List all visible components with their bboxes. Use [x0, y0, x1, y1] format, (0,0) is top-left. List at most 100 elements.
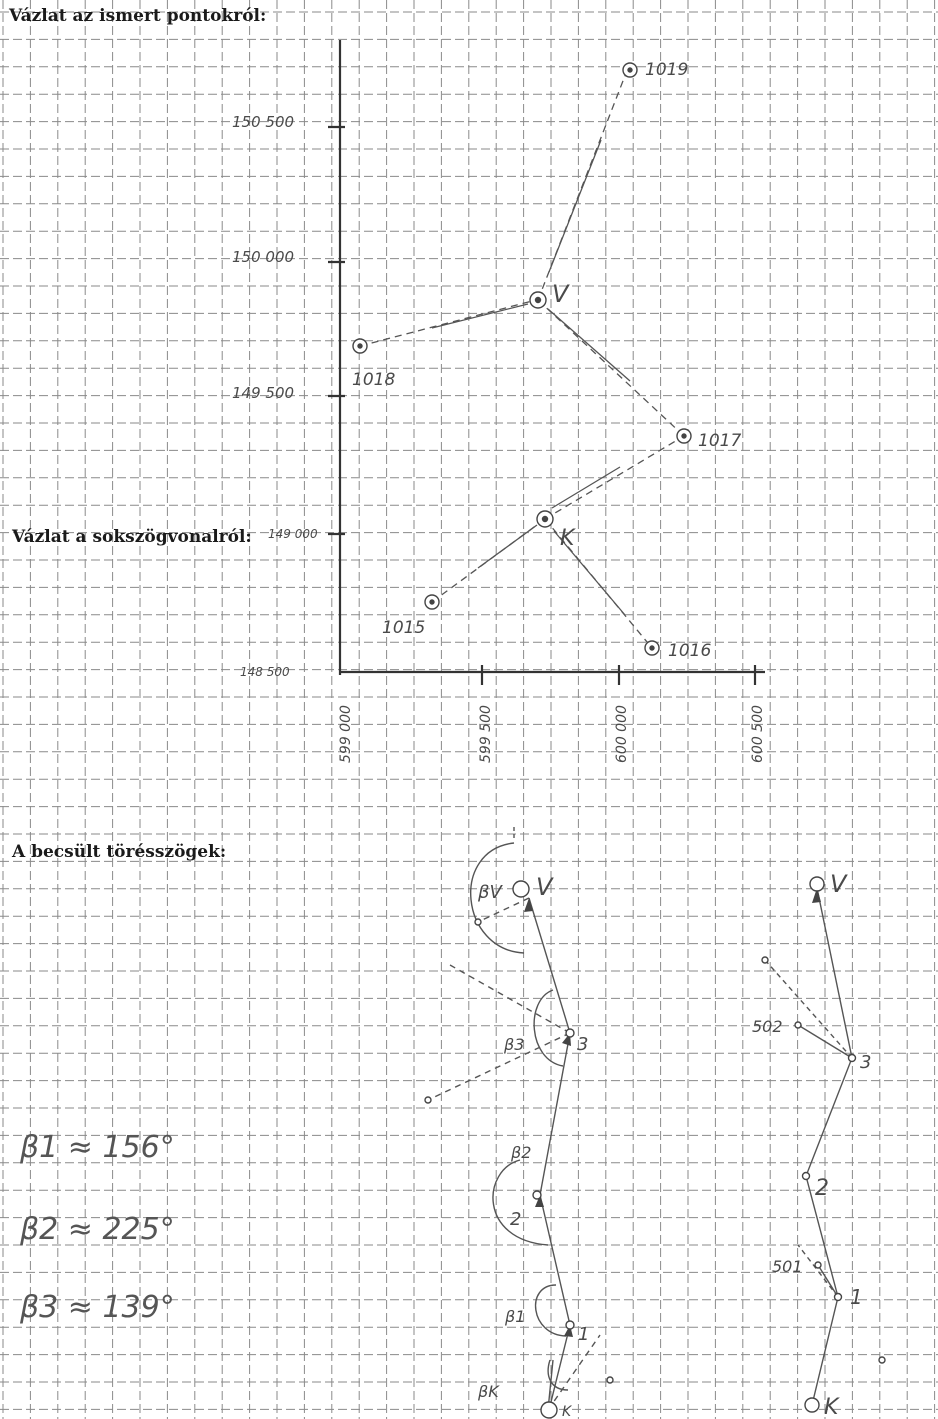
point-1017-label: 1017 [698, 431, 741, 451]
point-1017-marker-dot [681, 433, 687, 439]
point-1019-marker-dot [627, 67, 633, 73]
point-1016-marker-dot [649, 645, 655, 651]
y-tick-label: 149 500 [232, 384, 294, 402]
traverse-point-2 [532, 1190, 542, 1200]
arrow-head [524, 898, 533, 912]
side-label-501: 501 [772, 1257, 803, 1276]
side-label-K: K [824, 1395, 840, 1419]
angle-arc-b1 [534, 1284, 567, 1337]
side-point-K [804, 1397, 820, 1413]
direction-line [551, 466, 621, 509]
direction-line [544, 435, 685, 520]
x-tick-label: 599 500 [478, 705, 494, 763]
x-tick-label: 600 000 [614, 705, 630, 763]
angle-label-b2: β2 [510, 1143, 531, 1162]
point-K-label: K [560, 526, 576, 551]
direction-line [359, 299, 537, 347]
angle-label-b1: β1 [504, 1307, 525, 1326]
orientation-dashed [449, 964, 571, 1034]
traverse-point-K [540, 1401, 558, 1419]
heading-angles: A becsült törésszögek: [12, 842, 227, 862]
x-tick-label: 600 500 [750, 705, 766, 763]
y-tick-label: 149 000 [268, 527, 318, 541]
y-tick-label: 148 500 [240, 665, 290, 679]
orientation-dashed [427, 1032, 571, 1101]
side-point-1 [833, 1292, 843, 1302]
side-connector [797, 1024, 853, 1059]
traverse-sketch: βV V β3 3 β2 2 β1 1 βK K [424, 827, 614, 1419]
direction-line [548, 139, 602, 273]
side-point-501 [814, 1261, 822, 1269]
side-label-V: V [830, 870, 848, 898]
point-1018-marker-dot [357, 343, 363, 349]
angle-label-bV: βV [477, 882, 503, 903]
point-1019-label: 1019 [645, 60, 688, 80]
heading-traverse: Vázlat a sokszögvonalról: [12, 527, 252, 547]
point-V-marker-dot [534, 296, 542, 304]
known-points-lines [359, 67, 685, 649]
traverse-label-K: K [562, 1404, 573, 1419]
auxiliary-point [424, 1096, 432, 1104]
traverse-label-V: V [536, 873, 554, 901]
angle-symbol: β1 [20, 1130, 59, 1165]
arrow-head [812, 888, 821, 903]
auxiliary-point [474, 918, 482, 926]
angle-symbol: β2 [20, 1212, 59, 1247]
point-1015-label: 1015 [382, 618, 425, 638]
point-K-marker-dot [541, 515, 549, 523]
x-tick-label: 599 000 [338, 705, 354, 763]
auxiliary-point [878, 1356, 886, 1364]
point-1016-label: 1016 [668, 641, 711, 661]
traverse-label-1: 1 [578, 1324, 589, 1345]
angle-label-bK: βK [477, 1382, 500, 1401]
side-connector [817, 1264, 839, 1298]
point-V-label: V [552, 280, 570, 308]
angle-estimate-2: β2 ≈ 225° [20, 1212, 175, 1247]
direction-line [537, 299, 685, 437]
traverse-point-V [512, 880, 530, 898]
orientation-dashed [477, 897, 530, 923]
point-1018-label: 1018 [352, 370, 395, 390]
side-label-1: 1 [850, 1285, 863, 1309]
angle-estimate-3: β3 ≈ 139° [20, 1290, 175, 1325]
angle-value: ≈ 225° [67, 1212, 175, 1247]
known-points-markers [352, 62, 692, 656]
auxiliary-point [606, 1376, 614, 1384]
angle-arc-b2 [492, 1159, 549, 1246]
angle-value: ≈ 139° [67, 1290, 175, 1325]
coordinate-axes [328, 40, 765, 685]
traverse-point-1 [565, 1320, 575, 1330]
y-tick-label: 150 000 [232, 248, 294, 266]
orientation-dashed [547, 1334, 601, 1411]
angle-estimate-1: β1 ≈ 156° [20, 1130, 175, 1165]
traverse-label-2: 2 [510, 1209, 521, 1230]
traverse-point-3 [565, 1028, 575, 1038]
x-tick-labels: 599 000 599 500 600 000 600 500 [338, 705, 766, 763]
side-dashed [764, 959, 853, 1059]
y-tick-labels: 150 500 150 000 149 500 149 000 148 500 [232, 113, 318, 679]
side-point-V [809, 876, 825, 892]
traverse-label-3: 3 [577, 1034, 588, 1055]
auxiliary-point [761, 956, 769, 964]
side-label-3: 3 [860, 1052, 871, 1073]
direction-line [431, 303, 529, 329]
side-label-502: 502 [752, 1017, 783, 1036]
side-point-502 [794, 1021, 802, 1029]
y-tick-label: 150 500 [232, 113, 294, 131]
angle-arc-b3 [533, 989, 564, 1067]
heading-known-points: Vázlat az ismert pontokról: [9, 6, 267, 26]
traverse-line [528, 897, 571, 1411]
direction-line [547, 308, 631, 382]
side-point-2 [801, 1171, 811, 1181]
side-dashed [797, 1244, 839, 1298]
angle-arc-bV [470, 842, 525, 954]
angle-arc-bK [547, 1359, 569, 1391]
arrow-head [535, 1195, 544, 1207]
point-1015-marker-dot [429, 599, 435, 605]
angle-value: ≈ 156° [67, 1130, 175, 1165]
direction-line [477, 524, 538, 569]
angle-symbol: β3 [20, 1290, 59, 1325]
side-point-3 [847, 1053, 857, 1063]
angle-label-b3: β3 [503, 1035, 524, 1054]
